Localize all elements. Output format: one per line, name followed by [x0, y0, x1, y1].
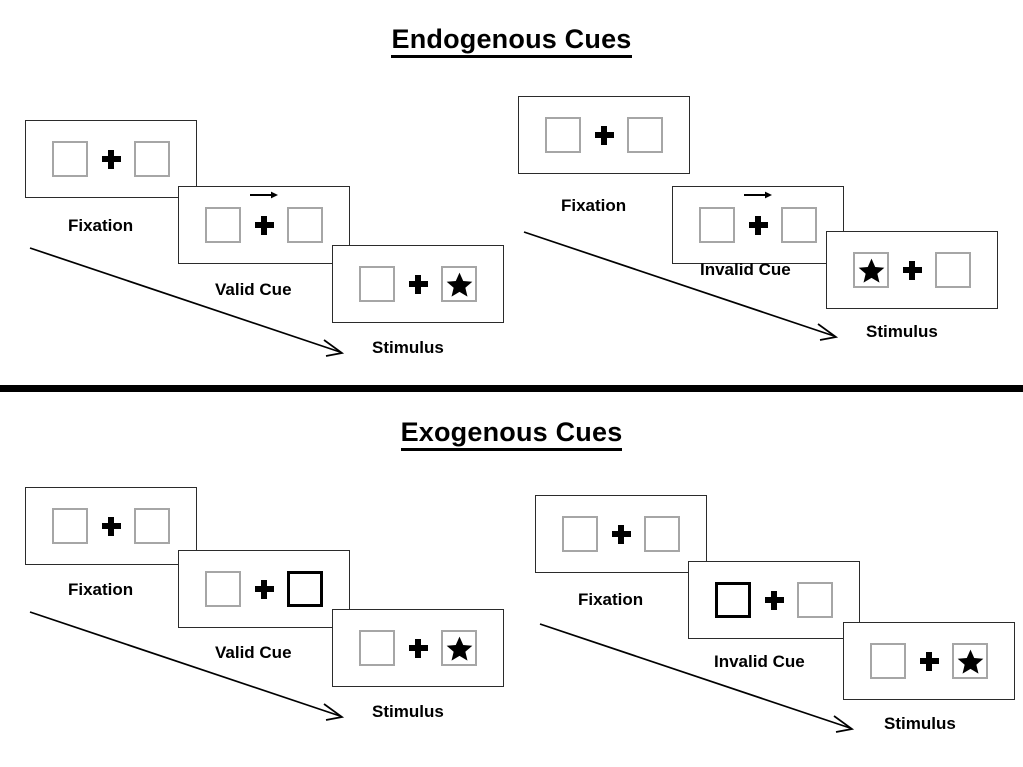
- placeholder-box-right: [935, 252, 971, 288]
- fixation-center: [241, 567, 287, 611]
- placeholder-box-right-target: [952, 643, 988, 679]
- fixation-cross-icon: [919, 651, 939, 671]
- fixation-cross-icon: [902, 260, 922, 280]
- fixation-center: [598, 512, 644, 556]
- fixation-cross-icon: [101, 149, 121, 169]
- frame-label-exo-invalid-stimulus: Stimulus: [884, 714, 956, 733]
- section-title-exogenous: Exogenous Cues: [0, 417, 1023, 451]
- thick-box-icon: [715, 582, 751, 618]
- frame-label-endo-invalid-cue: Invalid Cue: [700, 260, 791, 279]
- placeholder-box-right: [781, 207, 817, 243]
- star-target-icon: [957, 648, 984, 675]
- placeholder-box-left: [359, 630, 395, 666]
- fixation-cross-icon: [611, 524, 631, 544]
- frame-label-exo-invalid-fixation: Fixation: [578, 590, 644, 609]
- fixation-center: [88, 504, 134, 548]
- section-title-endogenous: Endogenous Cues: [0, 24, 1023, 58]
- fixation-center: [889, 248, 935, 292]
- placeholder-box-left-target: [853, 252, 889, 288]
- placeholder-box-left: [52, 141, 88, 177]
- frame-label-endo-valid-stimulus: Stimulus: [372, 338, 444, 357]
- section-title-endogenous-text: Endogenous Cues: [391, 24, 632, 58]
- fixation-cross-icon: [594, 125, 614, 145]
- fixation-center: [581, 113, 627, 157]
- fixation-center: [88, 137, 134, 181]
- placeholder-box-left: [205, 571, 241, 607]
- frame-label-endo-valid-fixation: Fixation: [68, 216, 134, 235]
- fixation-cross-icon: [748, 215, 768, 235]
- fixation-center: [241, 191, 287, 247]
- placeholder-box-right: [797, 582, 833, 618]
- star-target-icon: [446, 271, 473, 298]
- arrow-right-icon: [249, 190, 279, 200]
- frame-label-exo-valid-fixation: Fixation: [68, 580, 134, 599]
- star-target-icon: [858, 257, 885, 284]
- fixation-cross-icon: [764, 590, 784, 610]
- placeholder-box-right: [134, 141, 170, 177]
- fixation-center: [395, 626, 441, 670]
- fixation-cross-icon: [254, 579, 274, 599]
- placeholder-box-right: [134, 508, 170, 544]
- placeholder-box-left: [562, 516, 598, 552]
- trial-frame-exo-invalid-cue: [688, 561, 860, 639]
- thick-box-icon: [287, 571, 323, 607]
- fixation-center: [735, 191, 781, 247]
- placeholder-box-right: [287, 207, 323, 243]
- placeholder-box-right-target: [441, 630, 477, 666]
- fixation-cross-icon: [101, 516, 121, 536]
- trial-frame-exo-valid-fixation: [25, 487, 197, 565]
- trial-frame-exo-invalid-fixation: [535, 495, 707, 573]
- fixation-cross-icon: [408, 274, 428, 294]
- arrow-right-icon: [743, 190, 773, 200]
- fixation-cross-icon: [408, 638, 428, 658]
- frame-label-exo-valid-stimulus: Stimulus: [372, 702, 444, 721]
- fixation-center: [395, 262, 441, 306]
- placeholder-box-left: [545, 117, 581, 153]
- trial-frame-endo-invalid-fixation: [518, 96, 690, 174]
- placeholder-box-left: [359, 266, 395, 302]
- placeholder-box-left: [52, 508, 88, 544]
- frame-label-endo-valid-cue: Valid Cue: [215, 280, 292, 299]
- frame-label-endo-invalid-fixation: Fixation: [561, 196, 627, 215]
- trial-frame-endo-invalid-cue: [672, 186, 844, 264]
- placeholder-box-left: [205, 207, 241, 243]
- section-divider: [0, 385, 1023, 392]
- star-target-icon: [446, 635, 473, 662]
- fixation-center: [751, 578, 797, 622]
- trial-frame-endo-valid-stimulus: [332, 245, 504, 323]
- placeholder-box-left: [699, 207, 735, 243]
- trial-frame-exo-invalid-stimulus: [843, 622, 1015, 700]
- placeholder-box-right: [644, 516, 680, 552]
- frame-label-endo-invalid-stimulus: Stimulus: [866, 322, 938, 341]
- placeholder-box-right-target: [441, 266, 477, 302]
- trial-frame-exo-valid-cue: [178, 550, 350, 628]
- section-title-exogenous-text: Exogenous Cues: [400, 417, 623, 451]
- placeholder-box-right: [627, 117, 663, 153]
- trial-frame-endo-invalid-stimulus: [826, 231, 998, 309]
- fixation-center: [906, 639, 952, 683]
- trial-frame-endo-valid-cue: [178, 186, 350, 264]
- trial-frame-exo-valid-stimulus: [332, 609, 504, 687]
- fixation-cross-icon: [254, 215, 274, 235]
- trial-frame-endo-valid-fixation: [25, 120, 197, 198]
- frame-label-exo-valid-cue: Valid Cue: [215, 643, 292, 662]
- frame-label-exo-invalid-cue: Invalid Cue: [714, 652, 805, 671]
- placeholder-box-left: [870, 643, 906, 679]
